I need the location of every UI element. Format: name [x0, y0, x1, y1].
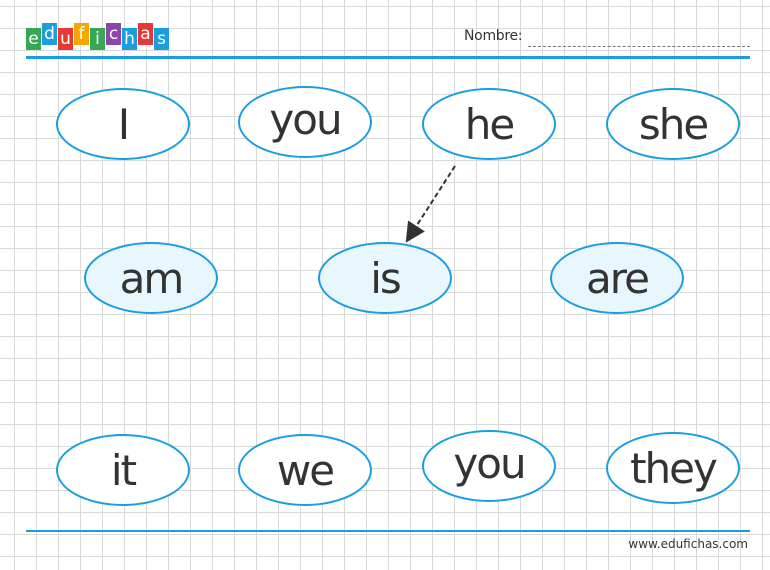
pronoun-oval-3[interactable]: he: [422, 88, 556, 160]
pronoun-label: you: [269, 94, 342, 144]
pronoun-oval-4[interactable]: she: [606, 88, 740, 160]
pronoun-label: she: [638, 99, 709, 149]
site-url: www.edufichas.com: [628, 537, 748, 551]
name-input-line[interactable]: [528, 46, 750, 47]
top-divider: [26, 56, 750, 59]
verb-oval-is[interactable]: is: [318, 242, 452, 314]
pronoun-oval-2[interactable]: you: [238, 86, 372, 158]
verb-oval-are[interactable]: are: [550, 242, 684, 314]
logo-letter: s: [154, 28, 169, 50]
pronoun-label: you: [453, 438, 526, 488]
verb-label: are: [586, 253, 650, 303]
verb-oval-am[interactable]: am: [84, 242, 218, 314]
pronoun-oval-7[interactable]: you: [422, 430, 556, 502]
pronoun-label: we: [276, 445, 335, 495]
logo-letter: u: [58, 28, 73, 50]
pronoun-label: they: [630, 443, 718, 493]
logo-letter: h: [122, 28, 137, 50]
pronoun-oval-6[interactable]: we: [238, 434, 372, 506]
bottom-divider: [26, 530, 750, 532]
logo-letter: d: [42, 23, 57, 45]
pronoun-label: he: [464, 99, 515, 149]
logo-letter: e: [26, 28, 41, 50]
logo-letter: f: [74, 23, 89, 45]
logo-letter: i: [90, 28, 105, 50]
verb-label: is: [370, 253, 402, 303]
name-label: Nombre:: [464, 28, 523, 44]
logo-letter: a: [138, 23, 153, 45]
logo-letter: c: [106, 23, 121, 45]
pronoun-oval-8[interactable]: they: [606, 432, 740, 504]
pronoun-oval-5[interactable]: it: [56, 434, 190, 506]
verb-label: am: [119, 253, 185, 303]
pronoun-label: it: [110, 445, 137, 495]
pronoun-oval-1[interactable]: I: [56, 88, 190, 160]
pronoun-label: I: [117, 99, 130, 149]
